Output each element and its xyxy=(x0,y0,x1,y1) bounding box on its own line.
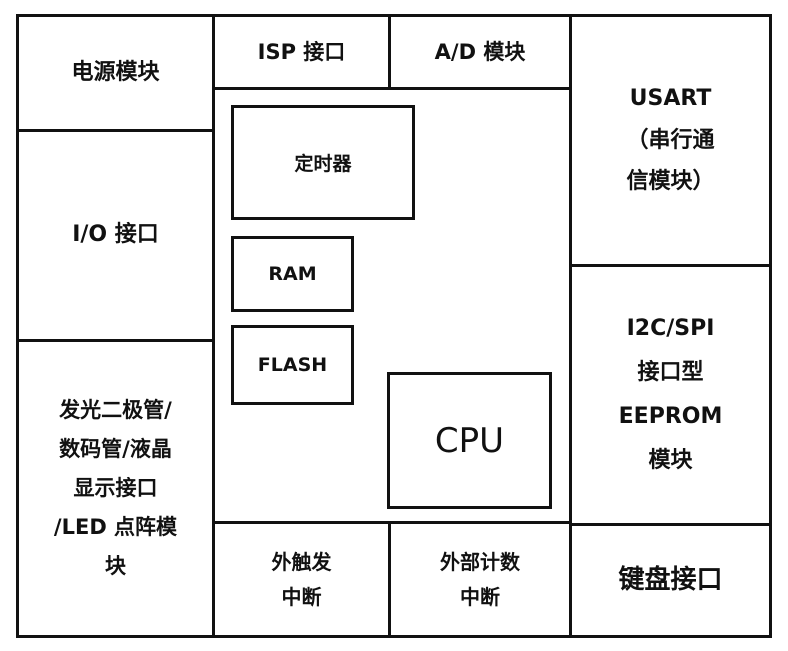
external-trigger-interrupt-block: 外触发 中断 xyxy=(215,524,388,635)
io-interface-block: I/O 接口 xyxy=(19,132,212,339)
diagram-frame xyxy=(16,14,772,638)
divider-bottom-center xyxy=(212,521,572,524)
divider-bottom-middle xyxy=(388,523,391,638)
divider-left-column xyxy=(212,14,215,638)
divider-left-2 xyxy=(16,339,215,342)
flash-label: FLASH xyxy=(257,354,328,376)
external-count-interrupt-block: 外部计数 中断 xyxy=(391,524,569,635)
divider-top-center xyxy=(212,87,572,90)
power-module-block: 电源模块 xyxy=(19,17,212,129)
ram-label: RAM xyxy=(268,263,317,285)
display-interface-label: 发光二极管/ 数码管/液晶 显示接口 /LED 点阵模 块 xyxy=(53,398,178,578)
eeprom-module-label: I2C/SPI 接口型 EEPROM 模块 xyxy=(618,316,723,473)
power-module-label: 电源模块 xyxy=(71,59,160,85)
keyboard-interface-label: 键盘接口 xyxy=(618,564,723,595)
external-count-interrupt-label: 外部计数 中断 xyxy=(440,549,520,609)
divider-right-1 xyxy=(569,264,772,267)
divider-right-2 xyxy=(569,523,772,526)
cpu-label: CPU xyxy=(434,420,505,461)
usart-module-label: USART （串行通 信模块） xyxy=(626,85,715,195)
cpu-block: CPU xyxy=(387,372,552,509)
isp-interface-block: ISP 接口 xyxy=(215,17,388,87)
eeprom-module-block: I2C/SPI 接口型 EEPROM 模块 xyxy=(572,267,769,523)
timer-label: 定时器 xyxy=(294,153,352,175)
ad-module-label: A/D 模块 xyxy=(434,39,526,64)
divider-left-1 xyxy=(16,129,215,132)
ad-module-block: A/D 模块 xyxy=(391,17,569,87)
keyboard-interface-block: 键盘接口 xyxy=(572,526,769,635)
io-interface-label: I/O 接口 xyxy=(72,222,159,248)
divider-top-middle xyxy=(388,14,391,89)
ram-block: RAM xyxy=(231,236,354,312)
usart-module-block: USART （串行通 信模块） xyxy=(572,17,769,264)
external-trigger-interrupt-label: 外触发 中断 xyxy=(271,549,332,609)
display-interface-block: 发光二极管/ 数码管/液晶 显示接口 /LED 点阵模 块 xyxy=(19,342,212,635)
flash-block: FLASH xyxy=(231,325,354,405)
timer-block: 定时器 xyxy=(231,105,415,220)
divider-right-column xyxy=(569,14,572,638)
isp-interface-label: ISP 接口 xyxy=(257,39,346,64)
